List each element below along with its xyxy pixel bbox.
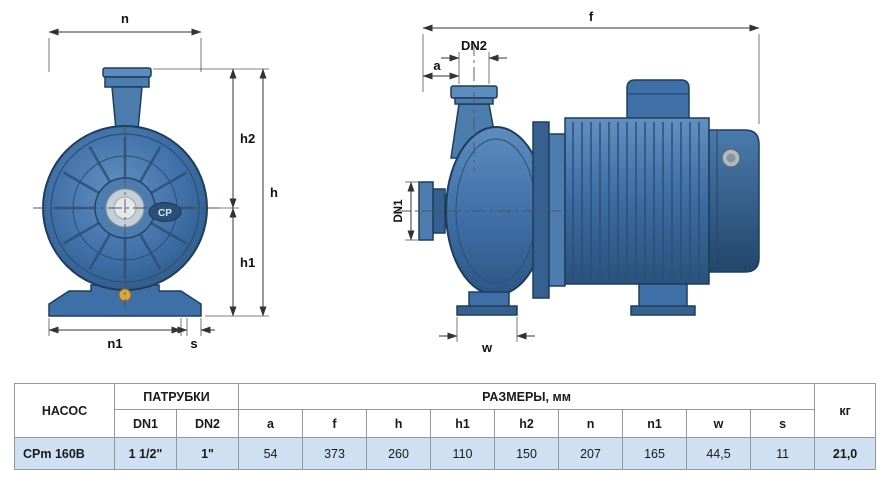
dimension-s: s <box>173 318 215 351</box>
header-weight: кг <box>814 383 877 438</box>
flange-lip <box>104 76 150 88</box>
motor-fins <box>572 122 700 280</box>
cell-w: 44,5 <box>686 437 752 470</box>
dimension-n1: n1 <box>48 318 182 351</box>
col-header-dn1: DN1 <box>114 409 177 438</box>
dimension-dn1: DN1 <box>393 181 419 241</box>
dim-label-w: w <box>481 340 493 355</box>
header-pump: НАСОС <box>14 383 115 438</box>
fan-cover <box>708 129 760 273</box>
dim-label-dn1: DN1 <box>393 199 405 223</box>
dimension-a: a <box>422 58 460 80</box>
header-connections: ПАТРУБКИ <box>113 383 240 410</box>
dim-label-a: a <box>433 58 441 73</box>
seal-backplate <box>532 121 550 299</box>
col-header-w: w <box>686 409 752 438</box>
col-header-dn2: DN2 <box>175 409 240 438</box>
cell-model: CPm 160B <box>14 437 115 470</box>
dim-label-h1: h1 <box>240 255 255 270</box>
cable-gland-center <box>726 153 736 163</box>
discharge-flange <box>102 67 152 78</box>
table-row: CPm 160B 1 1/2" 1" 54 373 260 110 150 20… <box>14 437 877 470</box>
front-foot-base <box>456 305 518 316</box>
dim-label-dn2: DN2 <box>461 38 487 53</box>
dimension-dn2: DN2 <box>441 38 507 84</box>
rear-foot-base <box>630 305 696 316</box>
cell-n: 207 <box>558 437 624 470</box>
brand-badge <box>148 202 182 222</box>
pump-side-body <box>418 79 760 316</box>
col-header-n: n <box>558 409 624 438</box>
cell-h: 260 <box>366 437 432 470</box>
pump-neck <box>111 86 143 131</box>
col-header-h: h <box>366 409 432 438</box>
dim-label-f: f <box>589 9 594 24</box>
header-dimensions: РАЗМЕРЫ, мм <box>238 383 816 410</box>
table-header-row-1: НАСОС ПАТРУБКИ РАЗМЕРЫ, мм кг <box>14 383 877 438</box>
terminal-box <box>626 79 690 123</box>
dimension-w: w <box>439 317 535 355</box>
table-header-row-2: DN1 DN2 a f h h1 h2 n n1 w s <box>15 409 876 438</box>
cell-f: 373 <box>302 437 368 470</box>
dimension-f: f <box>422 9 760 124</box>
dimensions-table: НАСОС ПАТРУБКИ РАЗМЕРЫ, мм кг DN1 DN2 a … <box>14 383 877 470</box>
cell-h1: 110 <box>430 437 496 470</box>
brand-logo-text: CP <box>158 208 172 219</box>
dim-label-h: h <box>270 185 278 200</box>
cell-dn1: 1 1/2" <box>114 437 177 470</box>
col-header-a: a <box>238 409 304 438</box>
motor-body <box>564 117 710 285</box>
col-header-f: f <box>302 409 368 438</box>
cell-dn2: 1" <box>175 437 240 470</box>
cell-h2: 150 <box>494 437 560 470</box>
col-header-n1: n1 <box>622 409 688 438</box>
dim-label-n1: n1 <box>107 336 122 351</box>
rear-foot <box>638 283 688 309</box>
col-header-s: s <box>750 409 816 438</box>
cell-s: 11 <box>750 437 816 470</box>
motor-adapter <box>548 133 566 287</box>
front-view-drawing: CP n h2 h h1 n1 <box>33 11 278 351</box>
dim-label-n: n <box>121 11 129 26</box>
dimension-heights: h2 h h1 <box>153 68 278 317</box>
side-view-drawing: f DN2 a DN1 w <box>393 9 760 355</box>
dim-label-h2: h2 <box>240 131 255 146</box>
dim-label-s: s <box>190 336 197 351</box>
cell-a: 54 <box>238 437 304 470</box>
cell-weight: 21,0 <box>814 437 877 470</box>
cell-n1: 165 <box>622 437 688 470</box>
col-header-h2: h2 <box>494 409 560 438</box>
col-header-h1: h1 <box>430 409 496 438</box>
dimension-n: n <box>48 11 202 72</box>
